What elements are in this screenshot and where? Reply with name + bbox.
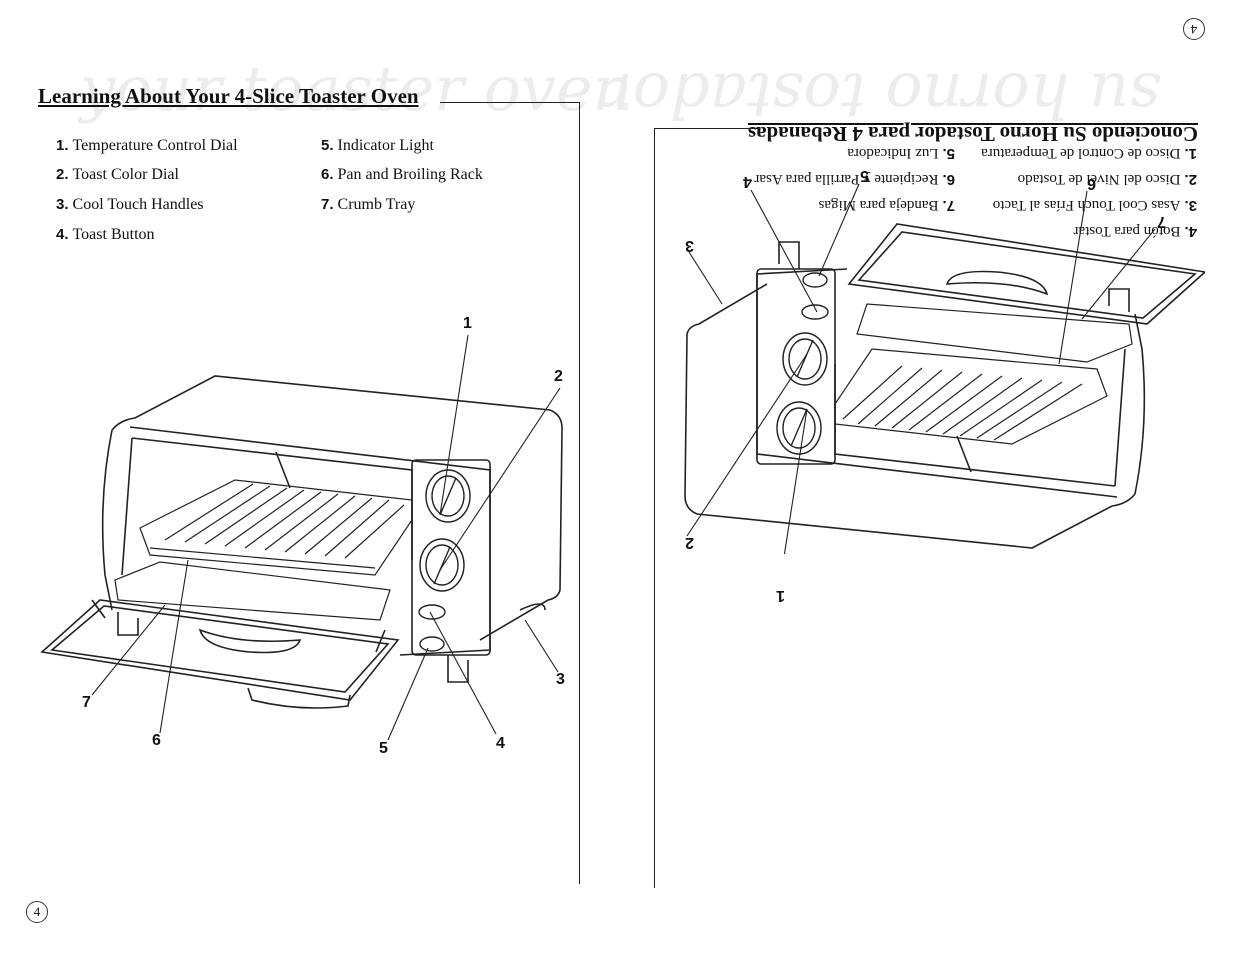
callout-5: 5 xyxy=(379,740,388,757)
callout-6: 6 xyxy=(152,732,161,749)
oven-body xyxy=(101,375,563,683)
oven-door xyxy=(847,223,1205,325)
leader-lines xyxy=(91,334,561,741)
list-item: 2.Toast Color Dial xyxy=(56,166,179,183)
list-item: 3.Cool Touch Handles xyxy=(56,196,204,213)
column-rule xyxy=(579,102,580,884)
callout-6: 6 xyxy=(1087,175,1096,192)
callout-1: 1 xyxy=(463,315,472,332)
list-item: 7.Crumb Tray xyxy=(321,196,416,213)
right-page: su horno tostador Conociendo Su Horno To… xyxy=(603,0,1235,954)
control-dials xyxy=(776,272,829,455)
oven-door xyxy=(40,599,400,709)
broiling-rack xyxy=(834,303,1133,445)
right-page-inverted: su horno tostador Conociendo Su Horno To… xyxy=(603,0,1235,954)
title-rule xyxy=(655,128,760,129)
list-item: 4.Toast Button xyxy=(56,226,155,243)
callout-1: 1 xyxy=(776,587,785,604)
watermark: your toaster oven xyxy=(80,52,633,125)
toaster-oven-illustration xyxy=(40,334,563,741)
page-number: 4 xyxy=(1183,18,1205,40)
callout-7: 7 xyxy=(82,694,91,711)
callout-3: 3 xyxy=(685,237,694,254)
toaster-oven-illustration xyxy=(684,183,1205,554)
list-item: 1.Temperature Control Dial xyxy=(56,137,238,154)
callout-3: 3 xyxy=(556,671,565,688)
callout-5: 5 xyxy=(860,167,869,184)
list-item: 5.Indicator Light xyxy=(321,137,434,154)
callout-4: 4 xyxy=(496,735,505,752)
title-rule xyxy=(440,102,580,103)
page-title: Learning About Your 4-Slice Toaster Oven xyxy=(38,84,419,108)
callout-7: 7 xyxy=(1157,213,1166,230)
callout-4: 4 xyxy=(743,173,752,190)
leader-lines xyxy=(686,183,1156,554)
list-item: 6.Pan and Broiling Rack xyxy=(321,166,483,183)
oven-body xyxy=(684,241,1146,549)
page-number: 4 xyxy=(26,901,48,923)
column-rule xyxy=(654,128,655,888)
control-dials xyxy=(418,469,471,652)
watermark: su horno tostador xyxy=(603,59,1161,132)
callout-2: 2 xyxy=(554,368,563,385)
callout-2: 2 xyxy=(685,534,694,551)
broiling-rack xyxy=(114,479,413,621)
